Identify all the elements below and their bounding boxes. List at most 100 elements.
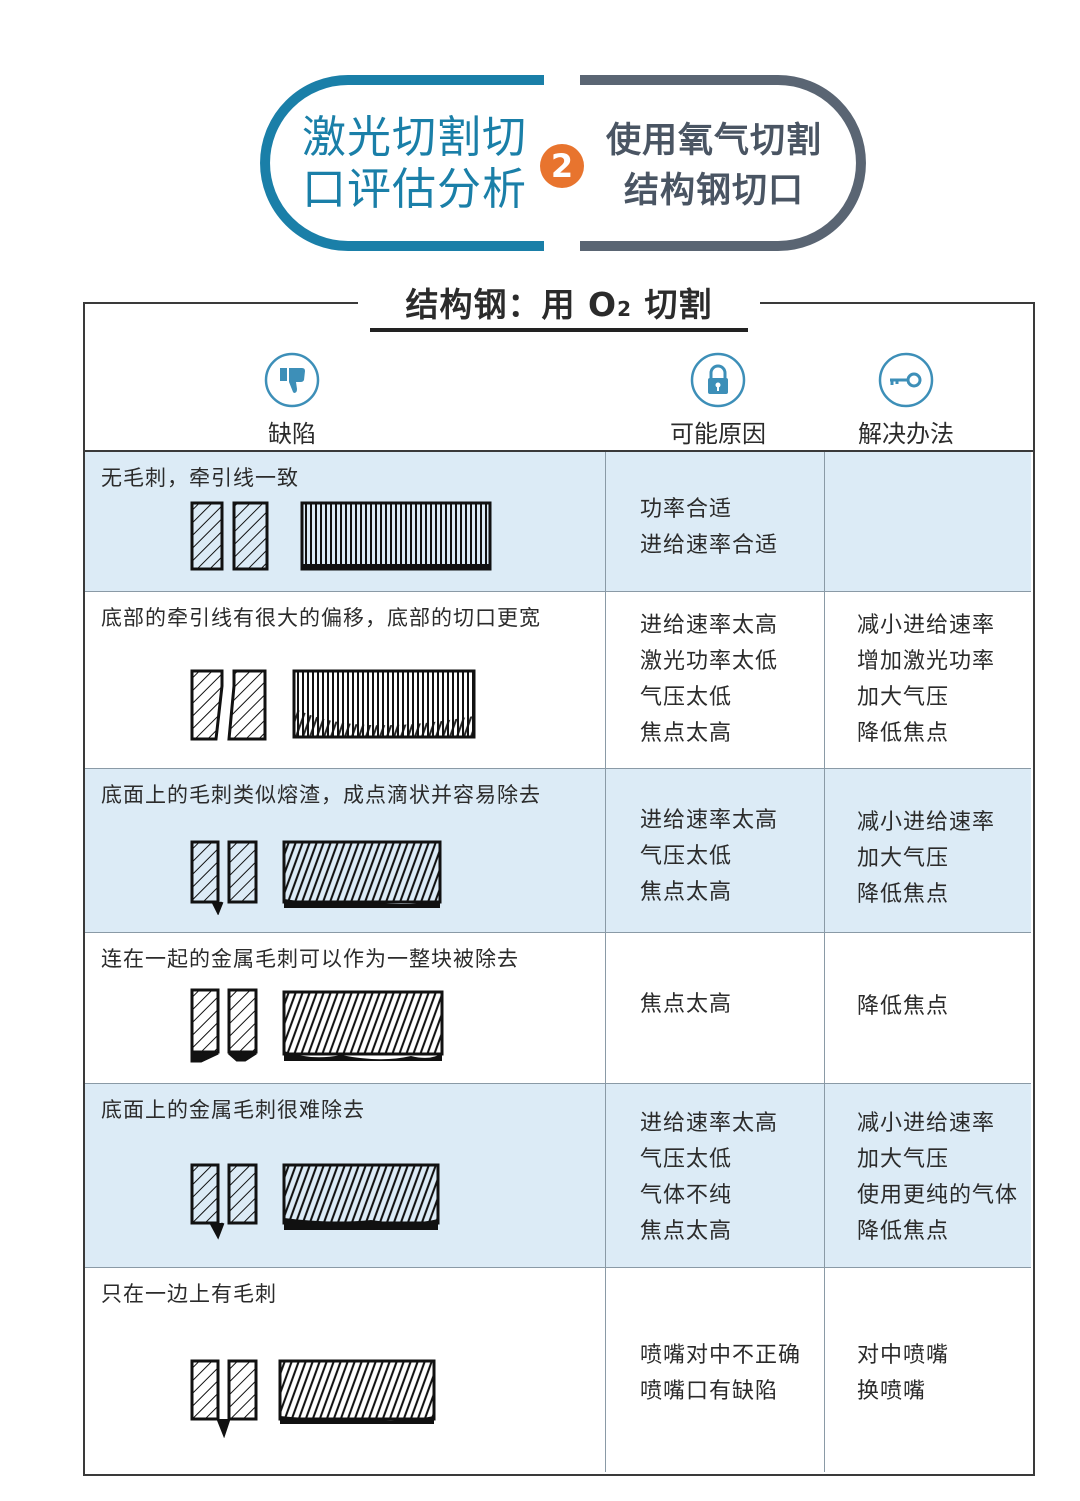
defect-cell: 底面上的金属毛刺很难除去 [85, 1084, 606, 1267]
fix-item: 降低焦点 [857, 994, 950, 1019]
cause-item: 气压太低 [640, 1147, 733, 1172]
column-header-cause: 可能原因 [658, 352, 778, 449]
step-number-badge: 2 [540, 144, 584, 188]
fix-item: 减小进给速率 [857, 613, 996, 638]
fix-cell: 降低焦点 [825, 933, 1031, 1083]
cause-list: 焦点太高 [640, 987, 732, 1023]
cause-item: 气压太低 [640, 844, 733, 869]
cause-cell: 焦点太高 [606, 933, 825, 1083]
cause-item: 进给速率合适 [640, 533, 779, 558]
table-row: 底面上的毛刺类似熔渣，成点滴状并容易除去 进给速率太高 气压太低 焦点太高 减小… [85, 769, 1031, 933]
header-right-title: 使用氧气切割 结构钢切口 [594, 116, 834, 216]
table-row: 连在一起的金属毛刺可以作为一整块被除去 焦点太高 降低焦点 [85, 933, 1031, 1084]
table-title: 结构钢：用 O2 切割 [370, 278, 748, 326]
cut-surface-sketch [282, 1163, 440, 1230]
table-title-subscript: 2 [617, 297, 632, 321]
column-header-fix: 解决办法 [846, 352, 966, 449]
cross-section-sketch [190, 988, 258, 1063]
column-header-defect: 缺陷 [232, 352, 352, 449]
cross-section-sketch [190, 1359, 258, 1438]
defect-cell: 无毛刺，牵引线一致 [85, 452, 606, 591]
cause-item: 焦点太高 [640, 721, 733, 746]
fix-item: 增加激光功率 [857, 649, 996, 674]
fix-item: 降低焦点 [857, 882, 950, 907]
lock-icon [690, 352, 746, 408]
table-row: 无毛刺，牵引线一致 功率合适 进给速率合适 [85, 452, 1031, 592]
header-right-line1: 使用氧气切割 [605, 121, 822, 161]
table-row: 只在一边上有毛刺 喷嘴对中不正确 喷嘴口有缺陷 对中喷嘴 换喷嘴 [85, 1268, 1031, 1472]
thumbs-down-icon [264, 352, 320, 408]
cross-section-sketch [190, 1163, 258, 1240]
fix-list: 对中喷嘴 换喷嘴 [857, 1338, 949, 1410]
cause-list: 喷嘴对中不正确 喷嘴口有缺陷 [640, 1338, 801, 1410]
cause-item: 进给速率太高 [640, 1111, 779, 1136]
column-label-defect: 缺陷 [268, 420, 316, 448]
cut-surface-sketch [278, 1359, 436, 1424]
cut-surface-sketch [282, 840, 442, 908]
header-left-title: 激光切割切 口评估分析 [302, 112, 532, 216]
fix-item: 降低焦点 [857, 1219, 950, 1244]
cross-section-sketch [190, 669, 267, 741]
defect-cell: 只在一边上有毛刺 [85, 1268, 606, 1472]
fix-cell: 减小进给速率 增加激光功率 加大气压 降低焦点 [825, 592, 1031, 768]
cross-section-sketch [190, 501, 269, 571]
column-label-cause: 可能原因 [670, 420, 766, 448]
cut-surface-sketch [300, 501, 492, 571]
cause-cell: 进给速率太高 气压太低 气体不纯 焦点太高 [606, 1084, 825, 1267]
defect-cell: 底部的牵引线有很大的偏移，底部的切口更宽 [85, 592, 606, 768]
cause-cell: 进给速率太高 激光功率太低 气压太低 焦点太高 [606, 592, 825, 768]
defect-description: 无毛刺，牵引线一致 [101, 466, 299, 490]
fix-cell: 对中喷嘴 换喷嘴 [825, 1268, 1031, 1472]
table-title-main: 结构钢：用 O [405, 285, 618, 324]
fix-item: 减小进给速率 [857, 810, 996, 835]
defect-table [83, 302, 1035, 1476]
defect-description: 底面上的金属毛刺很难除去 [101, 1098, 365, 1122]
cause-cell: 功率合适 进给速率合适 [606, 452, 825, 591]
column-label-fix: 解决办法 [858, 420, 954, 448]
cause-item: 喷嘴对中不正确 [640, 1343, 802, 1368]
fix-item: 加大气压 [857, 685, 950, 710]
cause-list: 进给速率太高 激光功率太低 气压太低 焦点太高 [640, 608, 778, 752]
header-left-line2: 口评估分析 [302, 164, 527, 215]
header-frame [260, 75, 866, 251]
fix-item: 降低焦点 [857, 721, 950, 746]
table-top-border-right [760, 302, 1033, 304]
table-row: 底部的牵引线有很大的偏移，底部的切口更宽 进给速率太高 激光功率太低 气压太低 … [85, 592, 1031, 769]
cause-item: 喷嘴口有缺陷 [640, 1379, 779, 1404]
cause-item: 功率合适 [640, 497, 733, 522]
header-divider [83, 450, 1033, 452]
table-row: 底面上的金属毛刺很难除去 进给速率太高 气压太低 气体不纯 焦点太高 减小进给速… [85, 1084, 1031, 1268]
table-title-tail: 切割 [631, 285, 713, 324]
fix-item: 加大气压 [857, 846, 950, 871]
key-icon [878, 352, 934, 408]
cause-list: 功率合适 进给速率合适 [640, 492, 778, 564]
fix-list: 降低焦点 [857, 989, 949, 1025]
defect-description: 底部的牵引线有很大的偏移，底部的切口更宽 [101, 606, 541, 630]
cause-cell: 进给速率太高 气压太低 焦点太高 [606, 769, 825, 932]
cut-surface-sketch [292, 669, 476, 739]
cause-item: 进给速率太高 [640, 808, 779, 833]
defect-cell: 底面上的毛刺类似熔渣，成点滴状并容易除去 [85, 769, 606, 932]
cause-item: 焦点太高 [640, 1219, 733, 1244]
cause-cell: 喷嘴对中不正确 喷嘴口有缺陷 [606, 1268, 825, 1472]
fix-cell [825, 452, 1031, 591]
cause-item: 气体不纯 [640, 1183, 733, 1208]
cause-list: 进给速率太高 气压太低 气体不纯 焦点太高 [640, 1106, 778, 1250]
defect-description: 只在一边上有毛刺 [101, 1282, 277, 1306]
cause-item: 激光功率太低 [640, 649, 779, 674]
cause-item: 焦点太高 [640, 880, 733, 905]
defect-cell: 连在一起的金属毛刺可以作为一整块被除去 [85, 933, 606, 1083]
cause-item: 气压太低 [640, 685, 733, 710]
fix-item: 使用更纯的气体 [857, 1183, 1019, 1208]
fix-item: 加大气压 [857, 1147, 950, 1172]
fix-list: 减小进给速率 增加激光功率 加大气压 降低焦点 [857, 608, 995, 752]
defect-description: 连在一起的金属毛刺可以作为一整块被除去 [101, 947, 519, 971]
cause-list: 进给速率太高 气压太低 焦点太高 [640, 803, 778, 911]
fix-item: 换喷嘴 [857, 1379, 927, 1404]
cut-surface-sketch [282, 990, 444, 1061]
header-badge: 激光切割切 口评估分析 2 使用氧气切割 结构钢切口 [258, 74, 868, 252]
cross-section-sketch [190, 840, 258, 915]
fix-cell: 减小进给速率 加大气压 使用更纯的气体 降低焦点 [825, 1084, 1031, 1267]
table-top-border-left [83, 302, 358, 304]
cause-item: 进给速率太高 [640, 613, 779, 638]
